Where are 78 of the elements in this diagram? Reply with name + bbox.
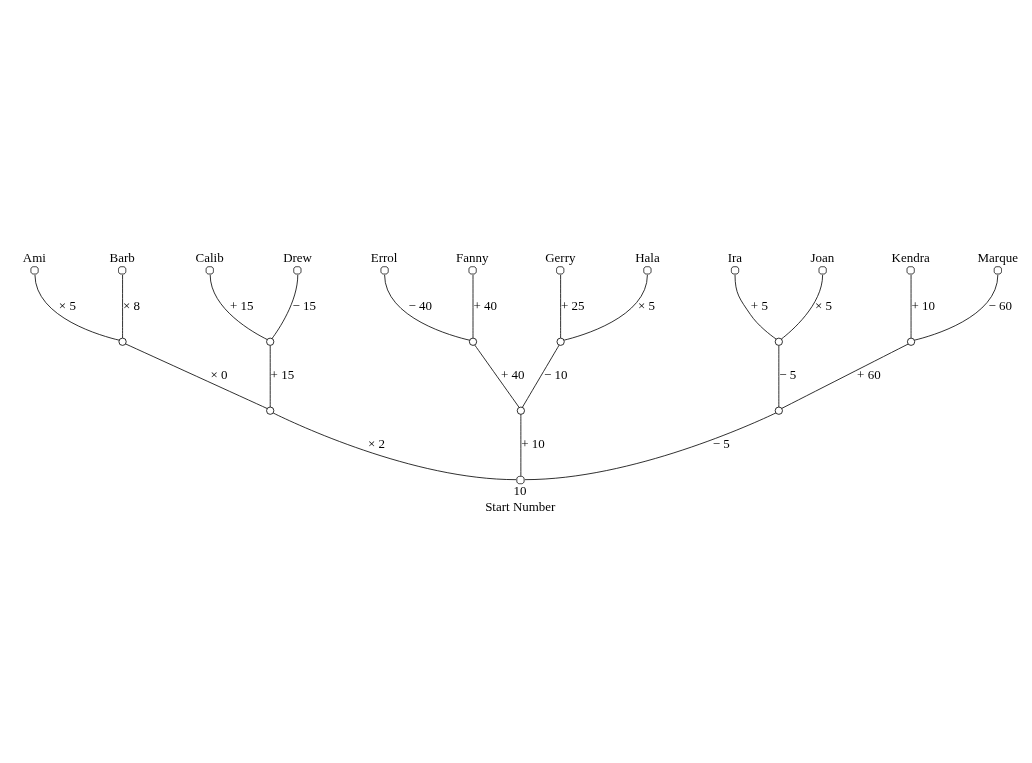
edge-label: + 5 (750, 298, 768, 314)
connector (778, 345, 780, 408)
edge-label: + 40 (473, 298, 497, 314)
edge-label: − 15 (292, 298, 317, 314)
node-label: Fanny (455, 249, 489, 265)
node-label: Drew (283, 249, 312, 265)
connector (474, 344, 520, 408)
node-label: Barb (109, 249, 135, 265)
node-circle (293, 266, 302, 275)
node-circle (643, 266, 652, 275)
node-circle (906, 266, 915, 275)
edge-label: − 5 (712, 436, 730, 452)
node-circle (468, 266, 477, 275)
node-label: Gerry (545, 249, 576, 265)
node-circle (993, 266, 1002, 275)
connector (269, 345, 271, 408)
edge-label: × 5 (58, 298, 76, 314)
edge-label: × 8 (122, 298, 141, 314)
node-circle (118, 266, 127, 275)
node-label: Hala (635, 249, 660, 265)
connector (781, 343, 909, 409)
node-label: Kendra (891, 249, 930, 265)
node-circle (907, 337, 916, 346)
node-circle (266, 406, 275, 415)
node-circle (205, 266, 214, 275)
node-circle (556, 337, 565, 346)
node-label: Marque (977, 249, 1018, 265)
node-label: Joan (810, 249, 835, 265)
node-label: Calib (195, 249, 224, 265)
node-label: Ami (22, 249, 46, 265)
edge-label: + 25 (561, 298, 585, 314)
node-circle (818, 266, 827, 275)
node-circle (468, 337, 478, 346)
connector (521, 344, 560, 408)
node-circle (516, 476, 525, 485)
edge-label: + 60 (857, 367, 881, 383)
connector (520, 414, 522, 477)
edge-label: − 40 (408, 298, 433, 314)
node-circle (118, 337, 127, 346)
node-circle (516, 406, 525, 415)
node-label: Errol (370, 249, 398, 265)
connector (560, 274, 562, 339)
connector (914, 274, 999, 341)
node-circle (380, 266, 389, 275)
edge-label: + 15 (230, 298, 254, 314)
node-label: Start Number (485, 499, 556, 515)
connector (122, 274, 123, 339)
edge-label: × 0 (210, 367, 228, 383)
connector (384, 274, 471, 341)
connector (125, 343, 268, 409)
connector (910, 274, 912, 339)
edge-label: + 15 (270, 367, 295, 383)
connector (272, 412, 517, 481)
node-circle (774, 337, 783, 346)
connector (209, 274, 268, 340)
edge-label: × 5 (814, 298, 832, 314)
connector (563, 274, 648, 341)
node-circle (774, 406, 783, 415)
connector (781, 274, 824, 340)
connector (524, 412, 777, 481)
edge-label: + 40 (500, 367, 525, 383)
connector (734, 274, 777, 340)
edge-label: + 10 (521, 436, 545, 452)
node-label: 10 (513, 482, 527, 498)
node-circle (30, 266, 39, 275)
connector (271, 274, 299, 339)
edge-label: × 5 (638, 298, 656, 314)
edge-label: × 2 (367, 436, 385, 452)
edge-label: − 5 (779, 367, 797, 383)
node-circle (556, 266, 565, 275)
node-label: Ira (727, 249, 743, 265)
connector (472, 274, 474, 339)
node-circle (266, 337, 275, 346)
connector (34, 274, 120, 341)
edge-label: + 10 (911, 298, 935, 314)
edge-label: − 10 (543, 367, 568, 383)
edge-label: − 60 (988, 298, 1013, 314)
node-circle (730, 266, 740, 275)
